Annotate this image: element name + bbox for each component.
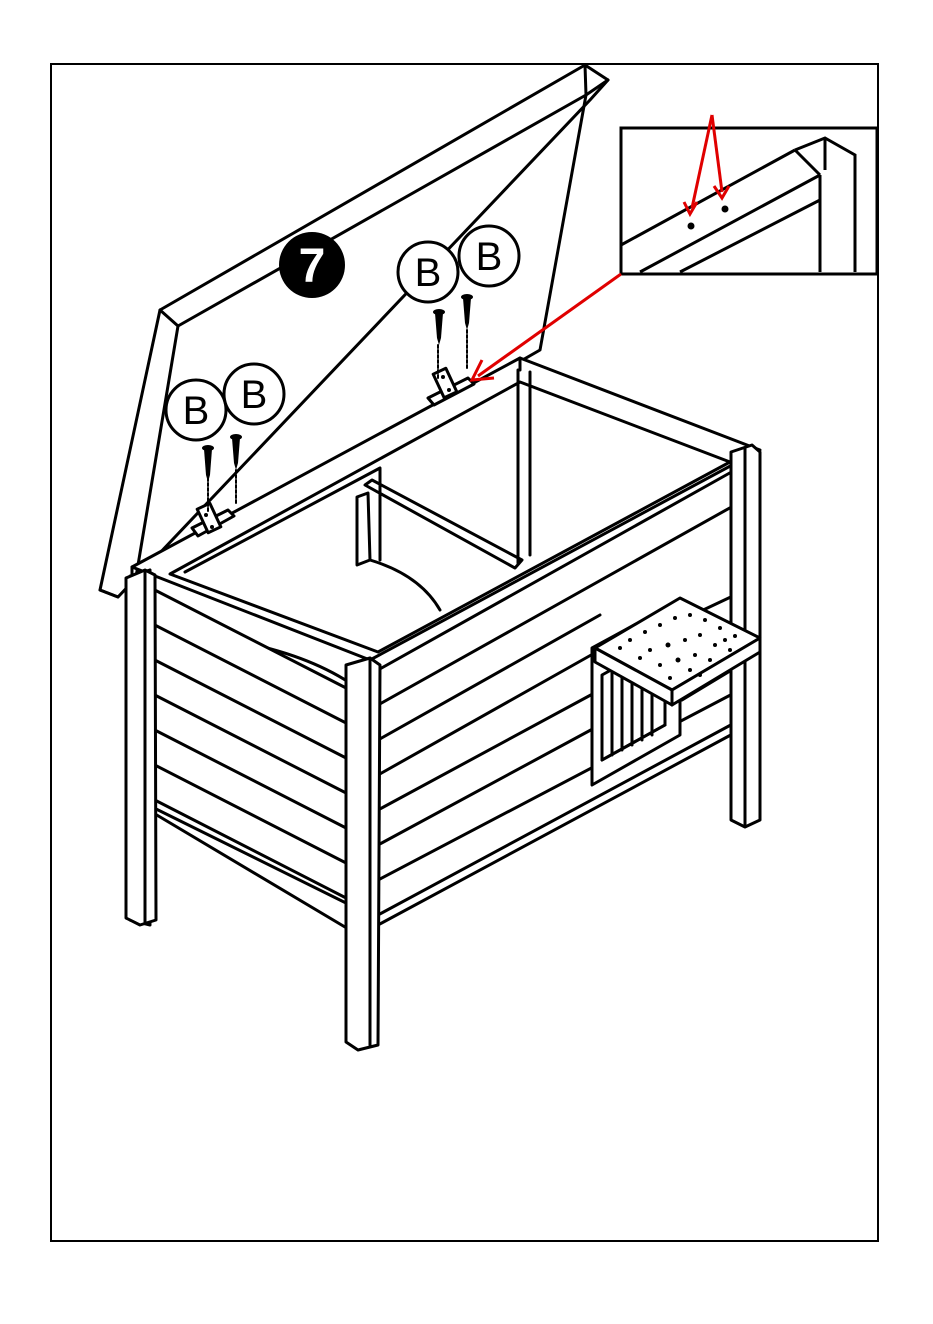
svg-text:B: B <box>476 235 503 279</box>
part-b-callout: B <box>224 364 284 424</box>
detail-inset <box>621 128 877 274</box>
svg-text:B: B <box>241 373 268 417</box>
part-b-callout: B <box>459 226 519 286</box>
part-b-callout: B <box>166 380 226 440</box>
svg-text:B: B <box>183 389 210 433</box>
svg-text:B: B <box>415 251 442 295</box>
part-b-callout: B <box>398 242 458 302</box>
pilot-hole-icon <box>722 206 729 213</box>
step-badge: 7 <box>279 232 345 298</box>
svg-text:7: 7 <box>299 240 326 293</box>
pilot-hole-icon <box>688 223 695 230</box>
